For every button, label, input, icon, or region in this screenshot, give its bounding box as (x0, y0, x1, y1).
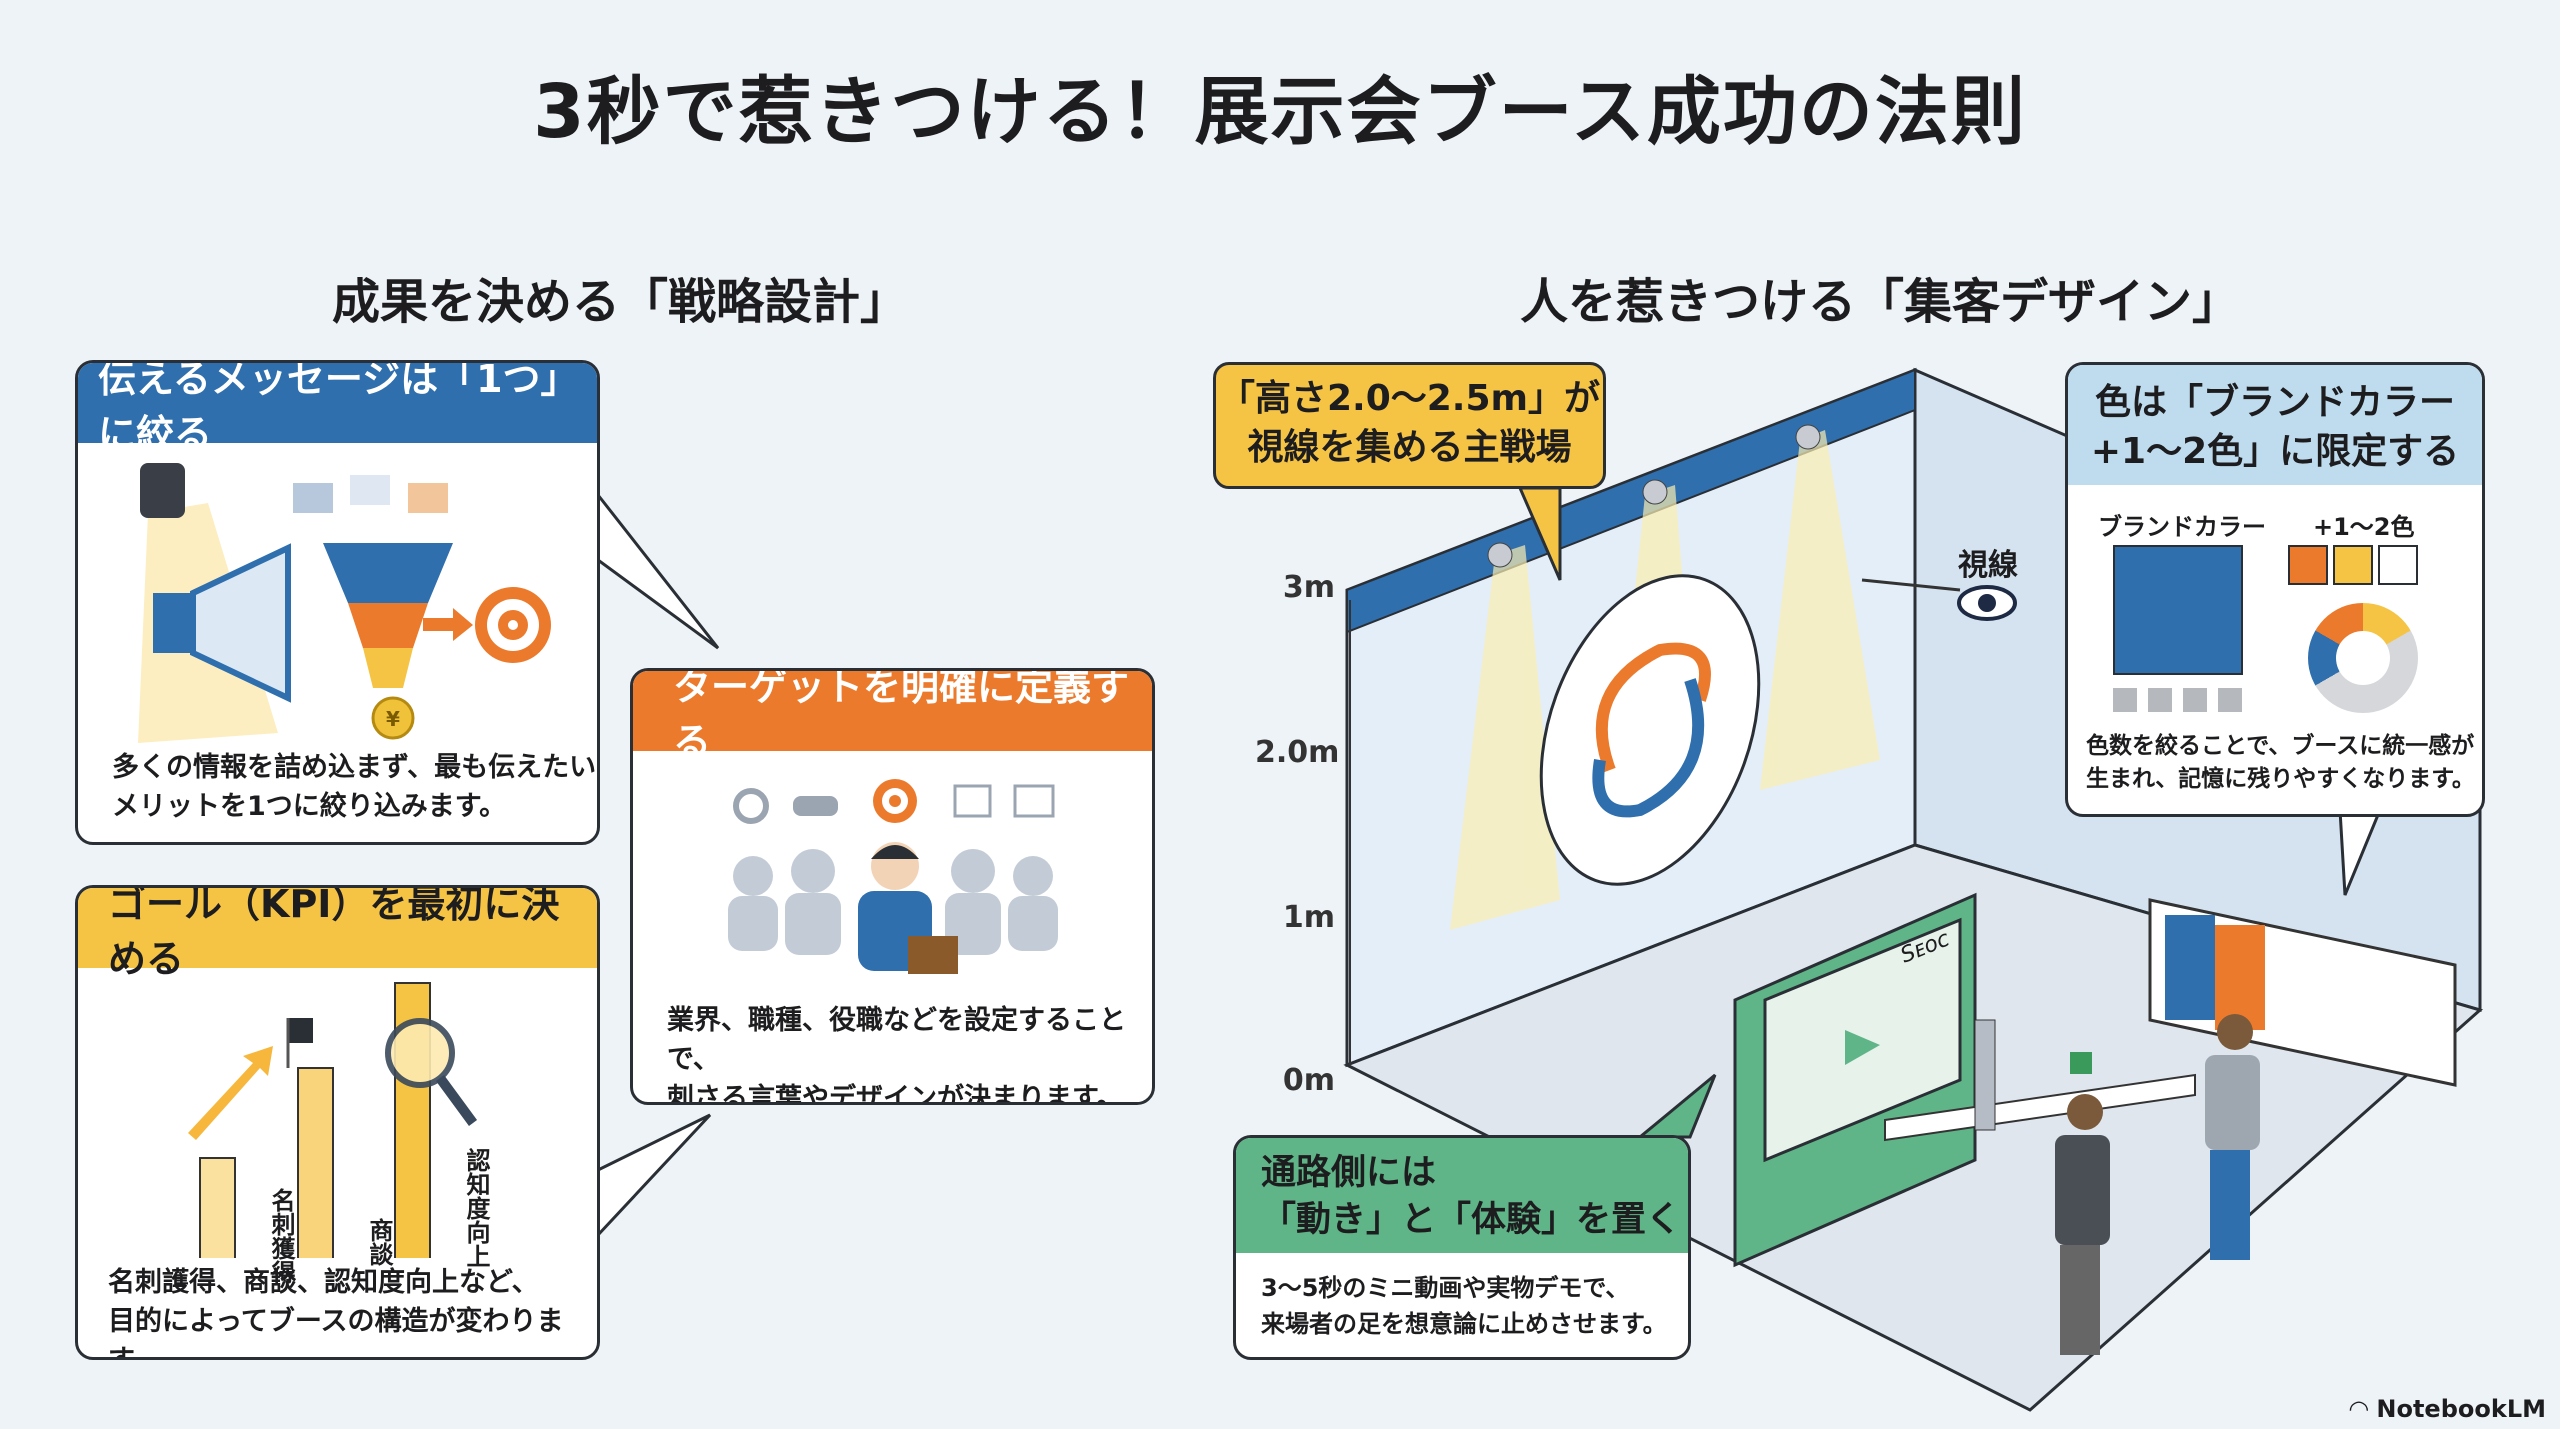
message-card: 伝えるメッセージは「1つ」に絞る ¥ 多くの情報を詰め込まず、最も伝えたい メリ… (75, 360, 600, 845)
gray-swatches (2113, 688, 2243, 712)
checkered-flag-icon (288, 1018, 313, 1043)
kpi-card-body: 名刺護得、商談、認知度向上など、 目的によってブースの構造が変わります。 (108, 1267, 564, 1357)
ruler-label-3m: 3m (1282, 570, 1335, 605)
left-section-heading: 成果を決める「戦略設計」 (331, 274, 908, 330)
height-callout: 「高さ2.0〜2.5m」が 視線を集める主戦場 (1213, 362, 1606, 489)
ceiling-lights (1487, 424, 1821, 568)
brand-color-swatch (2113, 545, 2243, 675)
bar-label-awareness: 認知度向上 (462, 1148, 490, 1268)
header-band (1346, 368, 1916, 634)
funnel-icon (323, 543, 453, 688)
envelope-icons (293, 475, 448, 513)
arrow-up-icon (188, 1046, 273, 1140)
businessman-icon (858, 842, 958, 974)
green-callout: 通路側には 「動き」と「体験」を置く 3〜5秒のミニ動画や実物デモで、 来場者の… (1233, 1135, 1691, 1360)
target-audience-illustration (728, 779, 1058, 974)
logo-disc (1539, 574, 1761, 886)
green-callout-body: 3〜5秒のミニ動画や実物デモで、 来場者の足を想意論に止めさせます。 (1261, 1274, 1667, 1338)
play-icon (1845, 1030, 1880, 1065)
target-icon (873, 779, 917, 823)
accent-swatch-orange (2288, 545, 2328, 585)
brand-color-label: ブランドカラー (2098, 513, 2266, 541)
people-icons (728, 849, 1058, 955)
message-card-body: 多くの情報を詰め込まず、最も伝えたい メリットを1つに絞り込みます。 (112, 752, 597, 823)
magnifier-icon (385, 1018, 478, 1126)
accent-color-label: +1〜2色 (2313, 513, 2415, 541)
ruler-label-2m: 2.0m (1255, 735, 1340, 770)
bar-label-business-cards: 名刺獲得 (267, 1188, 295, 1284)
page-title: 3秒で惹きつける！展示会ブース成功の法則 (533, 69, 2027, 155)
robot-arm-icon (1974, 1019, 1996, 1131)
target-card-header: ターゲットを明確に定義する (633, 671, 1152, 764)
target-card: ターゲットを明確に定義する 業界、職種、役職などを設定することで、 刺さる言葉や… (630, 668, 1155, 1105)
kpi-illustration (188, 982, 478, 1258)
spotlight-icon (140, 463, 185, 518)
handshake-icon (793, 796, 838, 816)
target-card-body: 業界、職種、役職などを設定することで、 刺さる言葉やデザインが決まります。 (667, 1005, 1126, 1105)
gear-icon (733, 788, 769, 824)
megaphone-icon (153, 543, 291, 703)
yen-coin-icon (371, 696, 415, 740)
visitor-icons (2055, 1014, 2260, 1355)
svg-text:¥: ¥ (386, 707, 400, 731)
color-callout-body: 色数を絞ることで、ブースに統一感が 生まれ、記憶に残りやすくなります。 (2086, 733, 2475, 793)
demo-table (1884, 1073, 2196, 1142)
megaphone-funnel-illustration: ¥ (138, 463, 551, 743)
product-cube (2070, 1052, 2092, 1074)
right-section-heading: 人を惹きつける「集客デザイン」 (1519, 274, 2240, 330)
color-wheel-icon (2308, 603, 2418, 713)
sightline-arrow (1861, 578, 1961, 592)
ruler-label-1m: 1m (1282, 900, 1335, 935)
ruler-label-0m: 0m (1282, 1063, 1335, 1098)
accent-swatch-white (2378, 545, 2418, 585)
accent-swatch-yellow (2333, 545, 2373, 585)
logo-swirl (1595, 642, 1711, 773)
color-callout: 色は「ブランドカラー +1〜2色」に限定する ブランドカラー +1〜2色 色数を… (2065, 362, 2485, 817)
bar-label-negotiation: 商談 (365, 1218, 393, 1266)
target-icon (475, 587, 551, 663)
kpi-card: ゴール（KPI）を最初に決める 名刺獲得 商談 認知度向上 名刺護得、商談、認知… (75, 885, 600, 1360)
sightline-label: 視線 (1958, 548, 2018, 583)
notebooklm-watermark: ◠ NotebookLM (2349, 1395, 2546, 1423)
eye-icon (1957, 585, 2017, 621)
bar-chart-icon (953, 784, 992, 818)
line-chart-icon (1013, 784, 1055, 818)
